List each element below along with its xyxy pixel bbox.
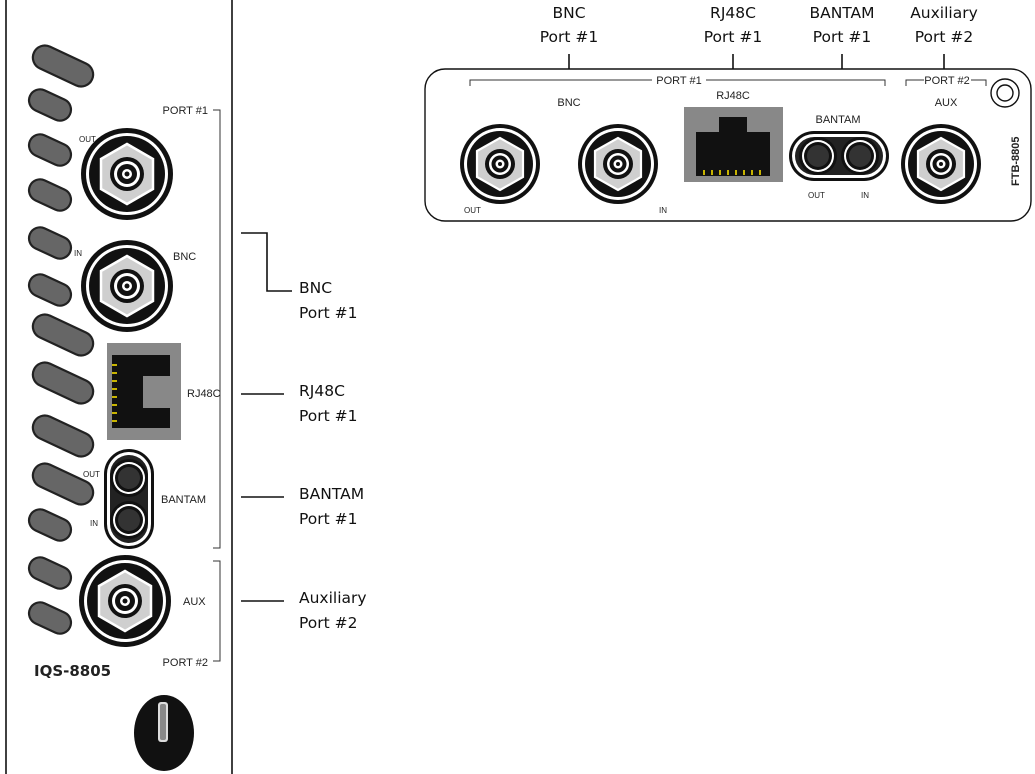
top-bnc-out-label: OUT xyxy=(464,206,481,215)
callout-aux-line2: Port #2 xyxy=(299,614,358,632)
top-bnc-out-connector xyxy=(458,122,542,206)
callout-rj48c-line1: RJ48C xyxy=(299,382,345,400)
top-bnc-label: BNC xyxy=(557,97,580,109)
locking-knob[interactable] xyxy=(134,695,194,771)
top-callout-bantam-line2: Port #1 xyxy=(813,28,872,46)
top-model-label: FTB-8805 xyxy=(1010,136,1022,186)
callout-bantam-line2: Port #1 xyxy=(299,510,358,528)
front-bantam-connector xyxy=(104,449,154,549)
top-aux-connector xyxy=(899,122,983,206)
top-port1-label: PORT #1 xyxy=(656,75,701,87)
vent-slot xyxy=(24,597,76,639)
vent-slot xyxy=(24,222,76,264)
top-callout-aux-line1: Auxiliary xyxy=(910,4,978,22)
vent-slot xyxy=(24,174,76,216)
top-rj48c-connector xyxy=(684,107,783,182)
top-callout-bnc-line2: Port #1 xyxy=(540,28,599,46)
top-bnc-in-label: IN xyxy=(659,206,667,215)
top-callout-bantam-line1: BANTAM xyxy=(809,4,874,22)
vent-slot xyxy=(24,129,76,171)
top-port2-label: PORT #2 xyxy=(924,75,969,87)
callout-aux-line1: Auxiliary xyxy=(299,589,367,607)
vent-slot xyxy=(24,269,76,311)
top-bantam-connector xyxy=(789,131,889,181)
front-port2-label: PORT #2 xyxy=(163,657,208,669)
callout-bnc-line2: Port #1 xyxy=(299,304,358,322)
vent-slot xyxy=(24,552,76,594)
front-bantam-in-label: IN xyxy=(90,519,98,528)
top-port1-bracket-left xyxy=(469,79,652,86)
front-aux-label: AUX xyxy=(183,596,206,608)
callout-rj48c-line2: Port #1 xyxy=(299,407,358,425)
front-bnc-in-connector xyxy=(79,238,175,334)
front-bantam-out-label: OUT xyxy=(83,470,100,479)
left-callouts: BNC Port #1 RJ48C Port #1 BANTAM Port #1… xyxy=(241,232,367,632)
front-panel: PORT #1 OUT BNC IN RJ48C xyxy=(5,0,233,774)
vent-slot xyxy=(27,40,99,92)
top-bantam-label: BANTAM xyxy=(815,114,860,126)
top-bantam-out-label: OUT xyxy=(808,191,825,200)
top-rj48c-label: RJ48C xyxy=(716,90,750,102)
top-panel: PORT #1 PORT #2 BNC RJ48C BANTAM AUX OUT… xyxy=(424,68,1032,222)
top-bantam-in-label: IN xyxy=(861,191,869,200)
vent-slot xyxy=(24,504,76,546)
callout-bantam-line1: BANTAM xyxy=(299,485,364,503)
port1-bracket xyxy=(213,109,221,549)
vent-slot xyxy=(24,84,76,126)
top-callouts: BNC Port #1 RJ48C Port #1 BANTAM Port #1… xyxy=(540,4,978,75)
vent-slot xyxy=(27,309,99,361)
vent-slot xyxy=(27,357,99,409)
front-bnc-label: BNC xyxy=(173,251,196,263)
vent-slots xyxy=(24,40,99,639)
front-bnc-in-label: IN xyxy=(74,249,82,258)
top-callout-aux-line2: Port #2 xyxy=(915,28,974,46)
front-aux-connector xyxy=(77,553,173,649)
top-callout-rj48c-line1: RJ48C xyxy=(710,4,756,22)
front-port1-label: PORT #1 xyxy=(163,105,208,117)
front-bantam-label: BANTAM xyxy=(161,494,206,506)
top-callout-bnc-line1: BNC xyxy=(552,4,585,22)
vent-slot xyxy=(27,458,99,510)
top-aux-label: AUX xyxy=(935,97,958,109)
callout-line-bnc xyxy=(241,232,292,292)
front-rj48c-connector xyxy=(107,343,181,440)
top-bnc-in-connector xyxy=(576,122,660,206)
front-bnc-out-label: OUT xyxy=(79,135,96,144)
front-rj48c-label: RJ48C xyxy=(187,388,221,400)
front-model-label: IQS-8805 xyxy=(34,662,111,680)
port2-bracket xyxy=(213,560,221,662)
vent-slot xyxy=(27,410,99,462)
top-port2-bracket-left xyxy=(905,79,924,86)
top-callout-rj48c-line2: Port #1 xyxy=(704,28,763,46)
top-port2-bracket-right xyxy=(971,79,987,86)
callout-bnc-line1: BNC xyxy=(299,279,332,297)
top-port1-bracket-right xyxy=(706,79,886,86)
ground-screw-icon xyxy=(990,78,1020,108)
